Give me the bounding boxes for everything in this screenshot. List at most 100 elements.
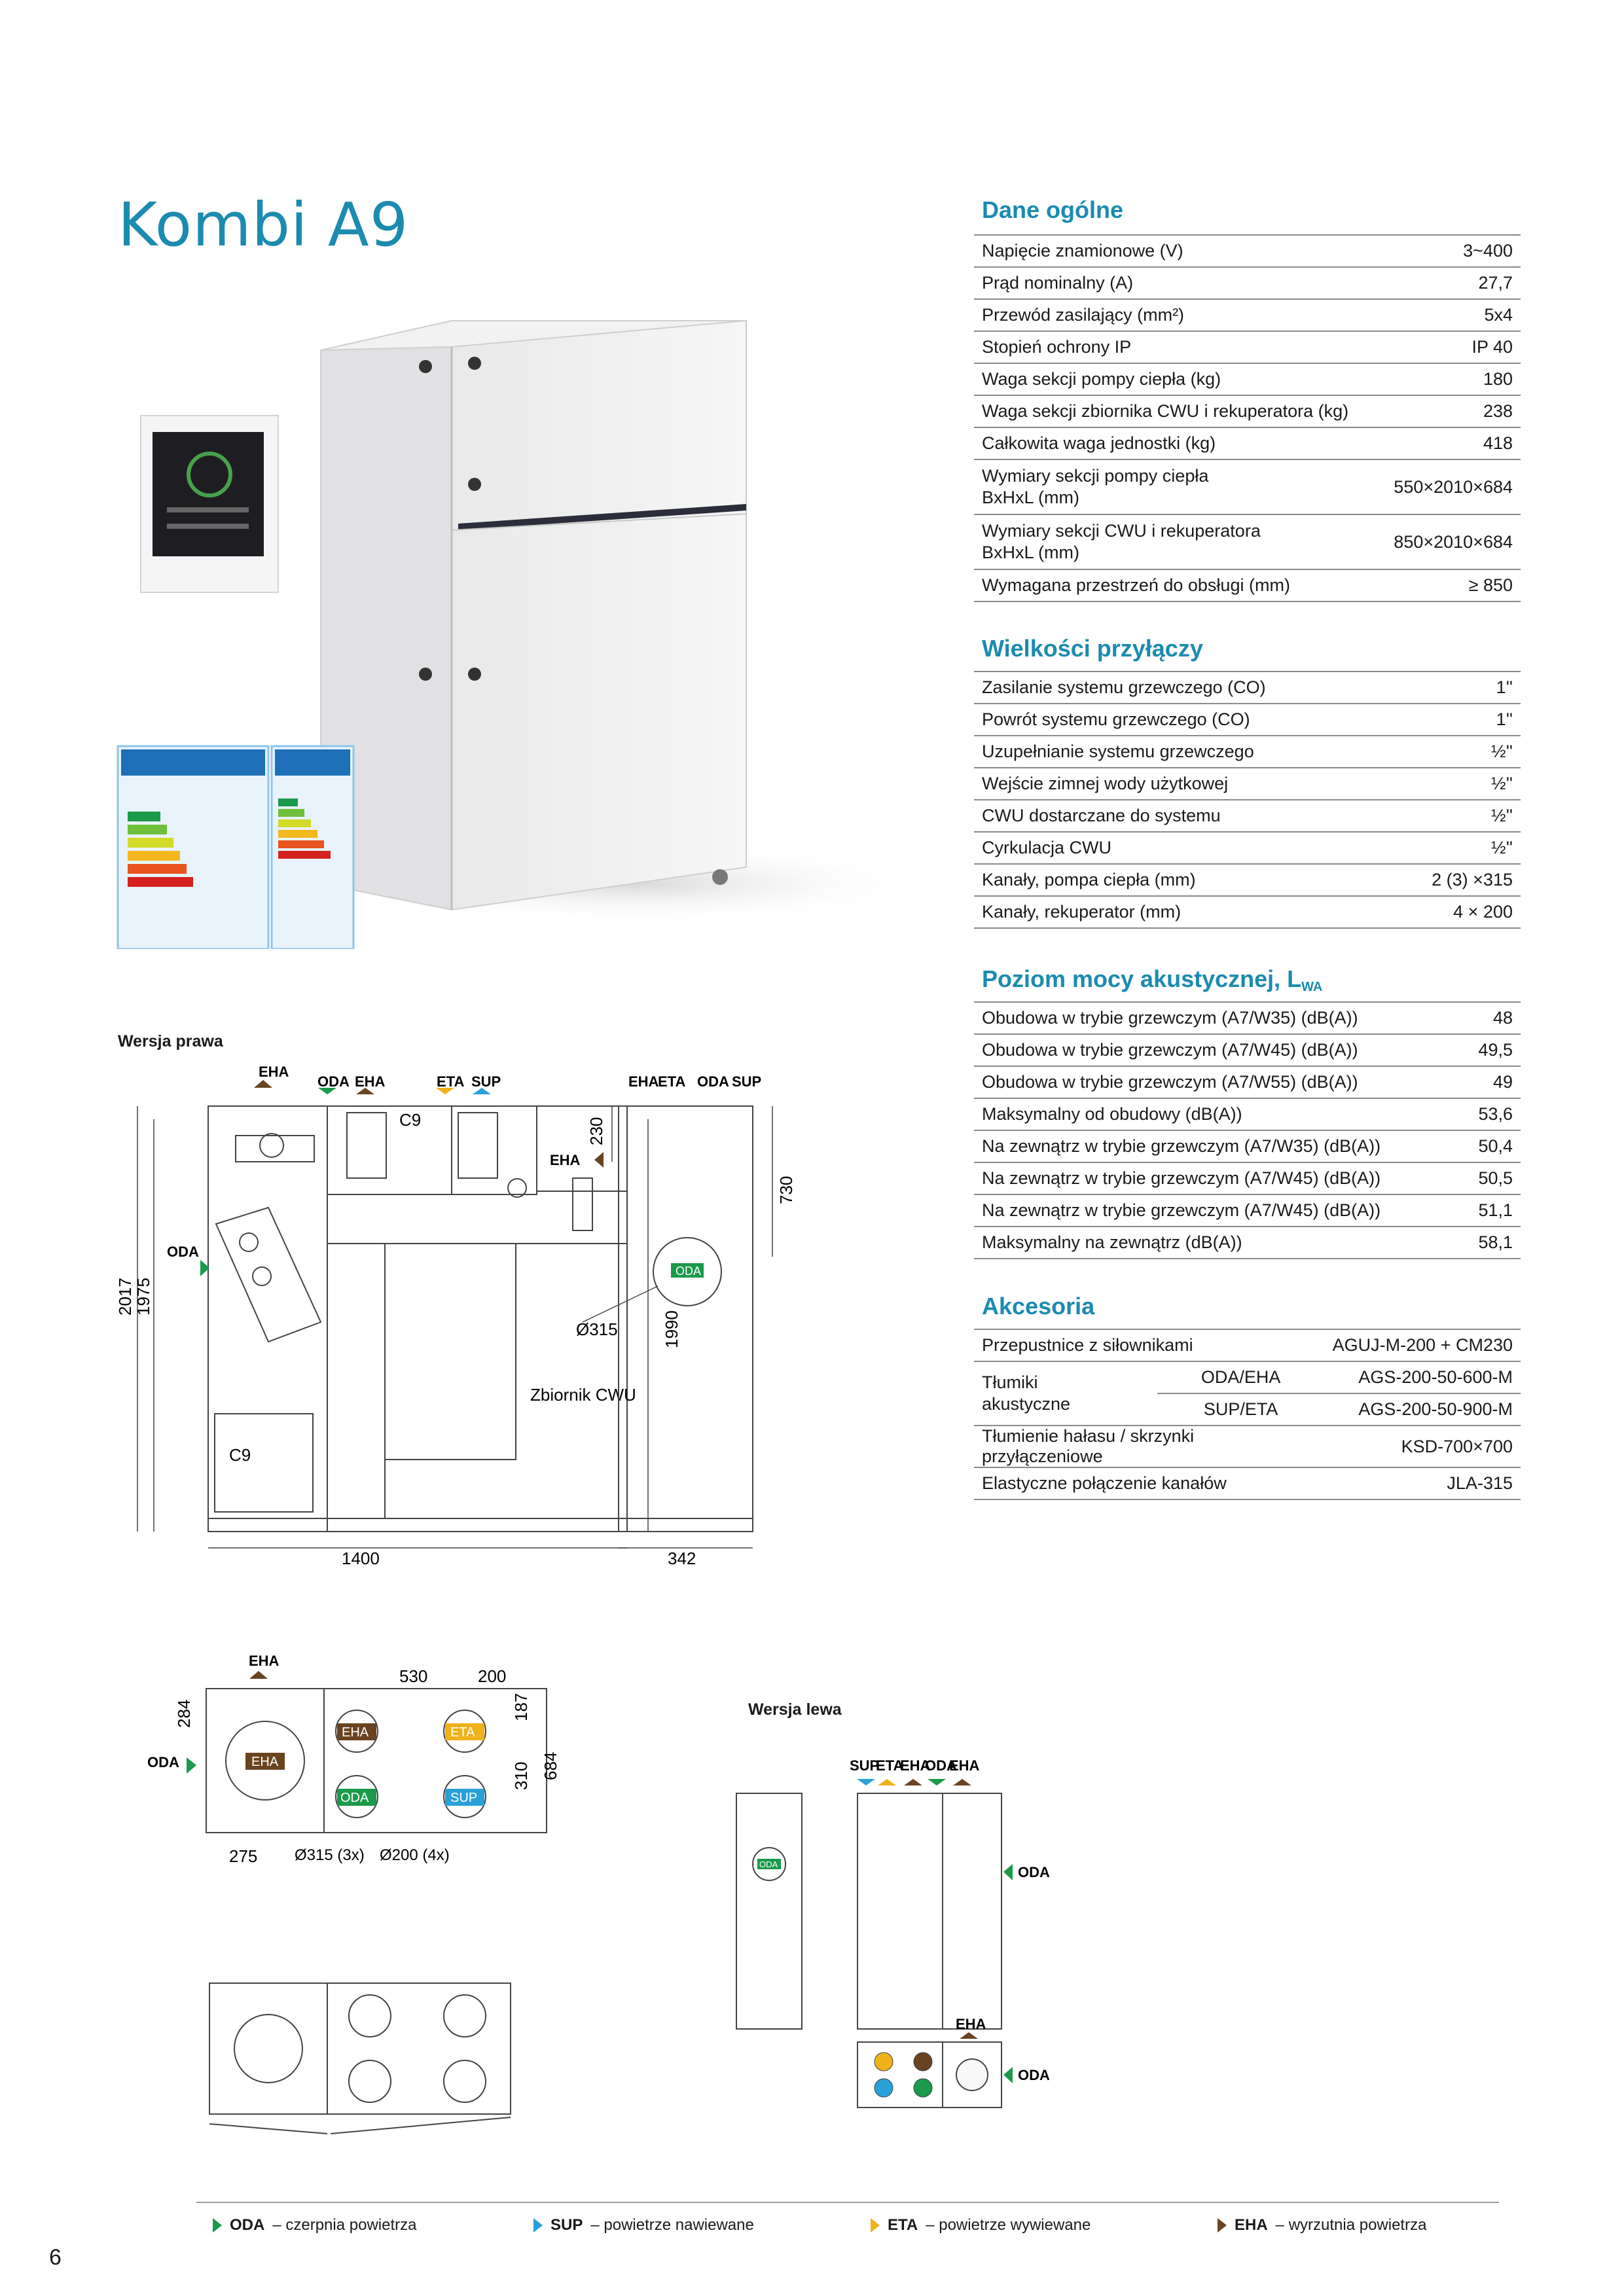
spec-row: Powrót systemu grzewczego (CO)1'' bbox=[974, 704, 1521, 736]
spec-row: Kanały, pompa ciepła (mm)2 (3) ×315 bbox=[974, 864, 1521, 897]
spec-row: Napięcie znamionowe (V)3~400 bbox=[974, 235, 1521, 268]
left-side-oda-label: ODA bbox=[1018, 1864, 1050, 1880]
product-illustration bbox=[117, 319, 936, 949]
front-eha-label: EHA bbox=[259, 1064, 289, 1080]
version-left-label: Wersja lewa bbox=[748, 1700, 842, 1719]
dim-315: Ø315 bbox=[576, 1319, 618, 1339]
oda-arrow-icon bbox=[213, 2218, 222, 2233]
spec-row: Na zewnątrz w trybie grzewczym (A7/W35) … bbox=[974, 1130, 1521, 1163]
dim-342: 342 bbox=[668, 1549, 696, 1568]
top-eta-tag: ETA bbox=[450, 1725, 475, 1740]
sup-arrow-icon bbox=[533, 2218, 543, 2233]
top-eha-tag: EHA bbox=[251, 1755, 279, 1769]
spec-row: Wymagana przestrzeń do obsługi (mm)≥ 850 bbox=[974, 569, 1521, 602]
spec-row: Na zewnątrz w trybie grzewczym (A7/W45) … bbox=[974, 1162, 1521, 1195]
top-oda-label: ODA bbox=[147, 1754, 179, 1770]
spec-row: Waga sekcji pompy ciepła (kg)180 bbox=[974, 363, 1521, 396]
legend-eha: EHA– wyrzutnia powietrza bbox=[1218, 2216, 1426, 2234]
dim-284: 284 bbox=[174, 1700, 194, 1728]
dim-200x4: Ø200 (4x) bbox=[380, 1846, 450, 1864]
version-right-label: Wersja prawa bbox=[118, 1032, 223, 1050]
legend-oda: ODA– czerpnia powietrza bbox=[213, 2216, 416, 2234]
eha-arrow-icon bbox=[1218, 2218, 1227, 2233]
page-number: 6 bbox=[49, 2245, 62, 2270]
energy-label-2 bbox=[270, 745, 355, 949]
front-sup-label: SUP bbox=[471, 1073, 501, 1090]
c9-label-bottom: C9 bbox=[229, 1445, 251, 1465]
front-eha-label-2: EHA bbox=[355, 1073, 386, 1090]
front-eta-label: ETA bbox=[437, 1073, 464, 1090]
spec-row: Prąd nominalny (A)27,7 bbox=[974, 267, 1521, 300]
page-title: Kombi A9 bbox=[118, 190, 409, 260]
front-side-oda-label: ODA bbox=[167, 1244, 199, 1260]
side-eta-label: ETA bbox=[658, 1073, 685, 1090]
dim-310: 310 bbox=[511, 1762, 531, 1790]
dim-275: 275 bbox=[229, 1846, 257, 1866]
top-oda-tag: ODA bbox=[340, 1791, 369, 1805]
c9-label-top: C9 bbox=[399, 1110, 421, 1130]
side-eha-label: EHA bbox=[628, 1073, 659, 1090]
spec-row: Przewód zasilający (mm²)5x4 bbox=[974, 299, 1521, 332]
dim-1975: 1975 bbox=[134, 1278, 153, 1316]
left-oda-label: ODA bbox=[925, 1757, 957, 1774]
top-view-drawing: EHA EHA ETA ODA SUP EHA ODA 530 200 284 … bbox=[147, 1653, 560, 1866]
side-eha-left-label: EHA bbox=[550, 1152, 581, 1168]
front-oda-label: ODA bbox=[317, 1073, 350, 1090]
spec-row: Obudowa w trybie grzewczym (A7/W35) (dB(… bbox=[974, 1002, 1521, 1035]
dim-684: 684 bbox=[541, 1752, 560, 1780]
left-eha-label-2: EHA bbox=[949, 1757, 980, 1774]
legend-eta: ETA– powietrze wywiewane bbox=[871, 2216, 1091, 2234]
top-sup-tag: SUP bbox=[450, 1791, 477, 1805]
dim-1400: 1400 bbox=[342, 1549, 380, 1568]
left-bottom-eha-label: EHA bbox=[956, 2016, 986, 2032]
spec-row: Obudowa w trybie grzewczym (A7/W55) (dB(… bbox=[974, 1066, 1521, 1099]
left-sup-label: SUP bbox=[850, 1757, 879, 1774]
top-eha-tag-2: EHA bbox=[342, 1725, 369, 1740]
dim-530: 530 bbox=[399, 1666, 427, 1686]
dim-315x3: Ø315 (3x) bbox=[295, 1846, 365, 1864]
side-oda-label: ODA bbox=[697, 1073, 729, 1090]
spec-row: Kanały, rekuperator (mm)4 × 200 bbox=[974, 896, 1521, 929]
dim-200: 200 bbox=[478, 1666, 506, 1686]
spec-row: Na zewnątrz w trybie grzewczym (A7/W45) … bbox=[974, 1194, 1521, 1227]
top-eha-label: EHA bbox=[249, 1653, 280, 1669]
dim-730: 730 bbox=[776, 1176, 796, 1204]
spec-row: Obudowa w trybie grzewczym (A7/W45) (dB(… bbox=[974, 1034, 1521, 1067]
acoustic-table: Obudowa w trybie grzewczym (A7/W35) (dB(… bbox=[974, 1001, 1521, 1259]
dim-2017: 2017 bbox=[115, 1278, 135, 1316]
spec-row: Zasilanie systemu grzewczego (CO)1'' bbox=[974, 672, 1521, 704]
energy-label-1 bbox=[117, 745, 270, 949]
left-oda-tag: ODA bbox=[759, 1859, 778, 1869]
spec-row: Maksymalny na zewnątrz (dB(A))58,1 bbox=[974, 1227, 1521, 1259]
dim-230: 230 bbox=[586, 1117, 606, 1145]
side-oda-tag: ODA bbox=[676, 1265, 701, 1278]
eta-arrow-icon bbox=[871, 2218, 880, 2233]
left-version-drawing: ODA SUP ETA EHA ODA EHA ODA EHA ODA bbox=[736, 1757, 1050, 2108]
legend-divider bbox=[196, 2202, 1499, 2203]
general-heading: Dane ogólne bbox=[982, 196, 1124, 223]
connections-heading: Wielkości przyłączy bbox=[982, 635, 1203, 662]
left-bottom-oda-label: ODA bbox=[1018, 2067, 1050, 2083]
front-view-drawing: 2017 1975 Zbiornik CWU 1990 C9 C9 1400 E… bbox=[115, 1064, 681, 1568]
left-eta-label: ETA bbox=[876, 1757, 903, 1774]
dim-187: 187 bbox=[511, 1693, 531, 1721]
plan-view-drawing bbox=[209, 1982, 511, 2134]
spec-row: Całkowita waga jednostki (kg)418 bbox=[974, 427, 1521, 460]
accessories-heading: Akcesoria bbox=[982, 1293, 1095, 1319]
spec-row: Maksymalny od obudowy (dB(A))53,6 bbox=[974, 1098, 1521, 1131]
acoustic-heading: Poziom mocy akustycznej, LWA bbox=[982, 965, 1323, 994]
legend-sup: SUP– powietrze nawiewane bbox=[533, 2216, 754, 2234]
left-eha-label: EHA bbox=[900, 1757, 931, 1774]
side-sup-label: SUP bbox=[732, 1073, 761, 1090]
connections-table: Zasilanie systemu grzewczego (CO)1''Powr… bbox=[974, 671, 1521, 929]
side-view-drawing: ODA 230 730 Ø315 342 EHA ETA ODA SUP EHA bbox=[550, 1073, 796, 1568]
